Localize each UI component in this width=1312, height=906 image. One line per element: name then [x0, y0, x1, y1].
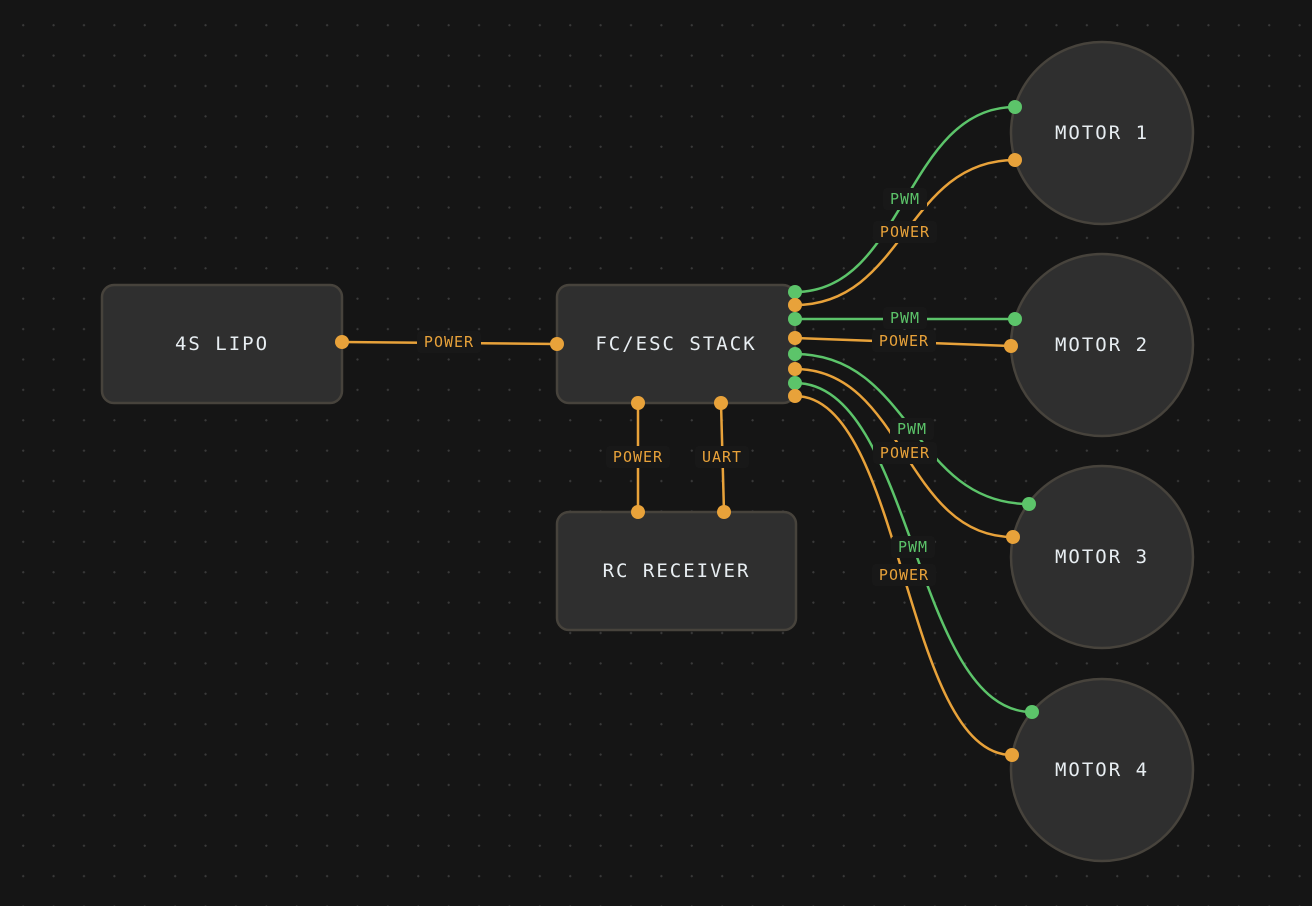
edge-label-bg — [695, 446, 749, 468]
edge-label-group: POWER — [872, 564, 936, 586]
edge-label: POWER — [879, 566, 929, 584]
node-m3[interactable]: MOTOR 3 — [1009, 464, 1195, 650]
edge-label-group: POWER — [606, 446, 670, 468]
edge-label: UART — [702, 448, 742, 466]
edge-label-bg — [890, 418, 934, 440]
edge-label-group: POWER — [417, 331, 481, 353]
edge-label-bg — [606, 446, 670, 468]
edge-label: POWER — [880, 444, 930, 462]
port-m4-pwm[interactable] — [1025, 705, 1039, 719]
edge-label: PWM — [898, 538, 928, 556]
edge-label-group: PWM — [890, 418, 934, 440]
port-lipo-power[interactable] — [335, 335, 349, 349]
node-label: FC/ESC STACK — [595, 333, 756, 355]
edge-label: POWER — [424, 333, 474, 351]
port-m1-pwm[interactable] — [1008, 100, 1022, 114]
edge-label: PWM — [890, 190, 920, 208]
node-rx[interactable]: RC RECEIVER — [555, 510, 798, 632]
node-label: RC RECEIVER — [603, 560, 751, 582]
edge-label-bg — [873, 221, 937, 243]
node-label: MOTOR 4 — [1055, 759, 1149, 781]
port-fc-power[interactable] — [788, 331, 802, 345]
port-fc-pwm[interactable] — [788, 347, 802, 361]
edge-labels-layer: POWER POWER UART PWM POWER PWM POWER PWM POWER PW… — [417, 188, 937, 586]
node-m4[interactable]: MOTOR 4 — [1009, 677, 1195, 863]
node-box — [555, 510, 798, 632]
port-fc-uart[interactable] — [714, 396, 728, 410]
node-circle — [1009, 464, 1195, 650]
edge-label: PWM — [897, 420, 927, 438]
port-rx-uart[interactable] — [717, 505, 731, 519]
edge-label-group: PWM — [883, 307, 927, 329]
port-fc-power[interactable] — [550, 337, 564, 351]
node-label: MOTOR 3 — [1055, 546, 1149, 568]
node-m2[interactable]: MOTOR 2 — [1009, 252, 1195, 438]
edge-label-bg — [873, 442, 937, 464]
port-m3-pwm[interactable] — [1022, 497, 1036, 511]
edge-label-bg — [872, 564, 936, 586]
edge-label-bg — [417, 331, 481, 353]
edge-label-bg — [883, 188, 927, 210]
port-fc-power[interactable] — [788, 362, 802, 376]
port-m1-power[interactable] — [1008, 153, 1022, 167]
port-fc-power[interactable] — [788, 389, 802, 403]
port-rx-power[interactable] — [631, 505, 645, 519]
edge-label-group: POWER — [873, 442, 937, 464]
port-fc-pwm[interactable] — [788, 312, 802, 326]
nodes-layer: 4S LIPO FC/ESC STACK RC RECEIVER MOTOR 1 MOT… — [100, 40, 1195, 863]
node-label: 4S LIPO — [175, 333, 269, 355]
edge-label-bg — [872, 330, 936, 352]
node-circle — [1009, 677, 1195, 863]
edge-label-group: PWM — [891, 536, 935, 558]
edge-label-group: POWER — [872, 330, 936, 352]
port-fc-power[interactable] — [788, 298, 802, 312]
node-fc[interactable]: FC/ESC STACK — [555, 283, 797, 405]
edge-label: POWER — [879, 332, 929, 350]
port-fc-pwm[interactable] — [788, 285, 802, 299]
edge-label: POWER — [613, 448, 663, 466]
node-circle — [1009, 40, 1195, 226]
edge-label-bg — [883, 307, 927, 329]
port-m2-power[interactable] — [1004, 339, 1018, 353]
port-m2-pwm[interactable] — [1008, 312, 1022, 326]
edge-label-group: PWM — [883, 188, 927, 210]
edge-label-group: POWER — [873, 221, 937, 243]
ports-layer — [335, 100, 1039, 762]
port-m3-power[interactable] — [1006, 530, 1020, 544]
edge-label-group: UART — [695, 446, 749, 468]
node-m1[interactable]: MOTOR 1 — [1009, 40, 1195, 226]
edge-label: PWM — [890, 309, 920, 327]
node-lipo[interactable]: 4S LIPO — [100, 283, 344, 405]
node-label: MOTOR 1 — [1055, 122, 1149, 144]
port-fc-pwm[interactable] — [788, 376, 802, 390]
port-fc-power[interactable] — [631, 396, 645, 410]
node-label: MOTOR 2 — [1055, 334, 1149, 356]
edge-label-bg — [891, 536, 935, 558]
port-m4-power[interactable] — [1005, 748, 1019, 762]
edge-label: POWER — [880, 223, 930, 241]
